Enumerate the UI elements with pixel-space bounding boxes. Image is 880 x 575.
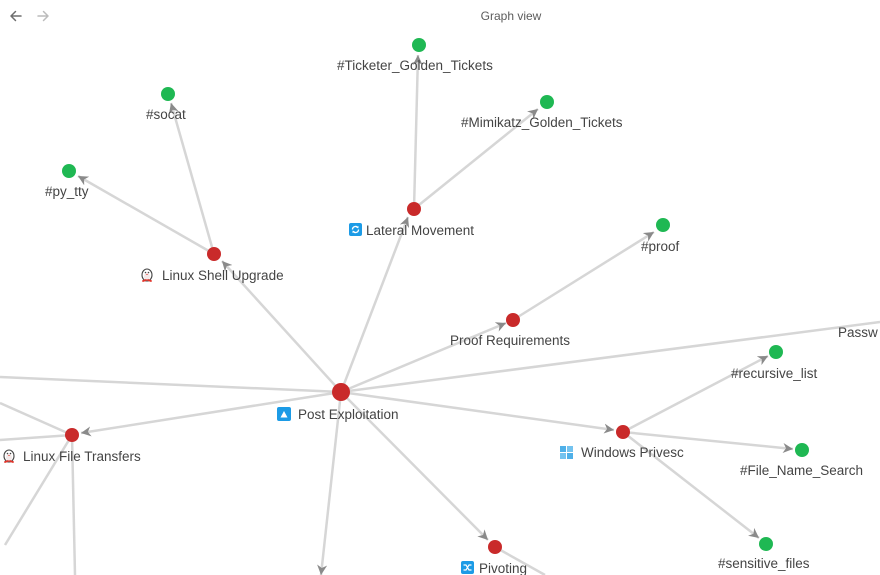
label-file-name-search: #File_Name_Search: [740, 463, 863, 478]
node-sensitive-files[interactable]: [759, 537, 773, 551]
label-pivoting: Pivoting: [479, 561, 527, 575]
refresh-folder-icon: [349, 223, 362, 236]
edge-pivot-offscreen: [494, 545, 546, 575]
node-icons: [3, 223, 573, 574]
edge-post-passw: [340, 320, 880, 394]
edge-lateral-ticketer: [412, 54, 423, 210]
edge-post-lateral: [339, 216, 410, 393]
label-mimikatz-golden-tickets: #Mimikatz_Golden_Tickets: [461, 115, 623, 130]
edge-winpriv-filename: [622, 430, 794, 453]
node-file-name-search[interactable]: [795, 443, 809, 457]
node-proof[interactable]: [656, 218, 670, 232]
edge-lateral-mimikatz: [413, 108, 539, 210]
label-py-tty: #py_tty: [45, 184, 89, 199]
triangle-folder-icon: [277, 407, 291, 421]
edge-post-lft: [80, 390, 342, 437]
edge-winpriv-sensitive: [622, 431, 760, 539]
label-ticketer-golden-tickets: #Ticketer_Golden_Tickets: [337, 58, 493, 73]
label-linux-file-transfers: Linux File Transfers: [23, 449, 141, 464]
linux-penguin-icon: [3, 449, 15, 463]
node-recursive-list[interactable]: [769, 345, 783, 359]
label-windows-privesc: Windows Privesc: [581, 445, 684, 460]
back-button[interactable]: [8, 8, 24, 24]
edge-lft-offscreen-a: [0, 401, 73, 437]
label-proof-requirements: Proof Requirements: [450, 333, 570, 348]
node-linux-file-transfers[interactable]: [65, 428, 79, 442]
edge-lft-offscreen-c: [3, 434, 74, 546]
node-proof-requirements[interactable]: [506, 313, 520, 327]
graph-nodes: [62, 38, 809, 554]
label-recursive-list: #recursive_list: [731, 366, 818, 381]
edge-post-pivot: [340, 391, 489, 541]
edge-post-shell: [221, 260, 342, 393]
edge-post-offscreen-left: [0, 375, 342, 394]
edge-winpriv-recursive: [622, 354, 769, 434]
node-lateral-movement[interactable]: [407, 202, 421, 216]
edge-post-proofreq: [340, 321, 507, 394]
label-socat: #socat: [146, 107, 186, 122]
windows-logo-icon: [560, 446, 573, 459]
label-linux-shell-upgrade: Linux Shell Upgrade: [162, 268, 284, 283]
label-proof: #proof: [641, 239, 680, 254]
edge-shell-socat: [168, 102, 216, 255]
edge-post-offscreen: [317, 391, 343, 575]
node-socat[interactable]: [161, 87, 175, 101]
graph-view-header: Graph view: [0, 0, 880, 32]
arrow-left-icon: [10, 10, 22, 22]
node-linux-shell-upgrade[interactable]: [207, 247, 221, 261]
forward-button[interactable]: [35, 8, 51, 24]
node-windows-privesc[interactable]: [616, 425, 630, 439]
edge-shell-pytty: [77, 174, 215, 256]
node-labels: Post Exploitation Lateral Movement Linux…: [23, 58, 878, 575]
label-sensitive-files: #sensitive_files: [718, 556, 810, 571]
edge-post-winpriv: [340, 390, 615, 434]
label-post-exploitation: Post Exploitation: [298, 407, 399, 422]
node-py-tty[interactable]: [62, 164, 76, 178]
linux-penguin-icon: [141, 268, 153, 282]
graph-edges: [0, 54, 880, 575]
node-pivoting[interactable]: [488, 540, 502, 554]
node-ticketer-golden-tickets[interactable]: [412, 38, 426, 52]
edge-lft-offscreen-d: [70, 434, 77, 575]
node-post-exploitation[interactable]: [332, 383, 350, 401]
node-mimikatz-golden-tickets[interactable]: [540, 95, 554, 109]
shuffle-folder-icon: [461, 561, 474, 574]
label-passw: Passw: [838, 325, 878, 340]
arrow-right-icon: [37, 10, 49, 22]
edge-proofreq-proof: [512, 230, 655, 322]
label-lateral-movement: Lateral Movement: [366, 223, 474, 238]
edge-lft-offscreen-b: [0, 433, 73, 442]
view-title: Graph view: [480, 9, 542, 23]
